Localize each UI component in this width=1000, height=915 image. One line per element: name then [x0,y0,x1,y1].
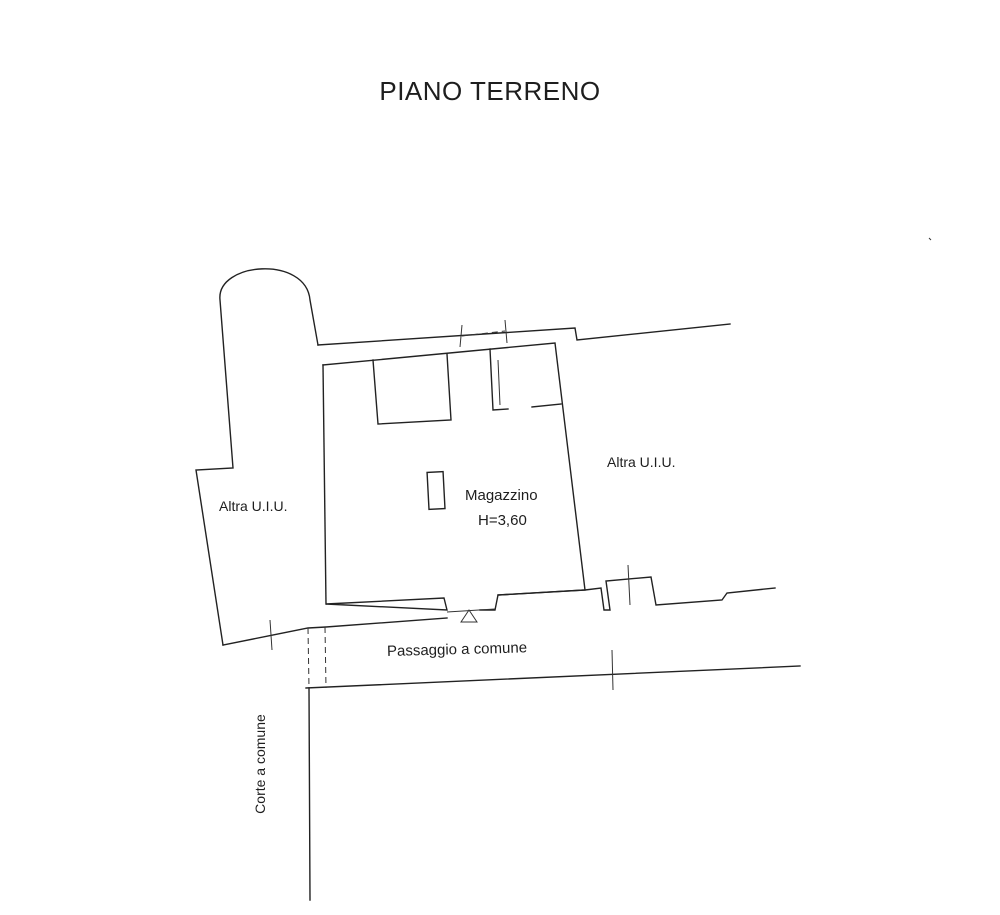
left-unit-label: Altra U.I.U. [219,498,288,514]
top-opening-tick-right [504,319,508,344]
plan-title: PIANO TERRENO [379,76,601,106]
storage-height-label: H=3,60 [478,512,527,529]
inner-partition-detail [497,359,501,406]
inner-partition-mid [489,348,509,411]
top-opening-tick-left [459,324,463,348]
passage-dashed-right [324,626,327,689]
top-opening-dashed [461,330,506,337]
passage-left-tick [269,619,273,651]
left-unit-outline [195,268,319,646]
inner-recess-left [372,353,452,425]
right-front-tick [627,564,631,606]
magazzino-left-wall [322,364,327,605]
passage-upper-left-wall [222,617,448,646]
top-boundary-wall [317,323,731,346]
magazzino-fixture [426,470,446,511]
right-unit-front-wall [497,576,776,611]
storage-room-label: Magazzino [465,487,538,504]
passage-lower-wall [305,665,801,689]
passage-dashed-left [307,627,310,689]
magazzino-room-outline [322,342,586,611]
entrance-step-line [446,608,496,613]
entrance-arrow [460,609,478,623]
right-unit-label: Altra U.I.U. [607,454,676,470]
shared-courtyard-label: Corte a comune [252,714,268,814]
courtyard-boundary [308,687,311,901]
passage-right-tick [611,649,614,691]
margin-mark [928,237,932,241]
inner-partition-right [531,403,562,408]
